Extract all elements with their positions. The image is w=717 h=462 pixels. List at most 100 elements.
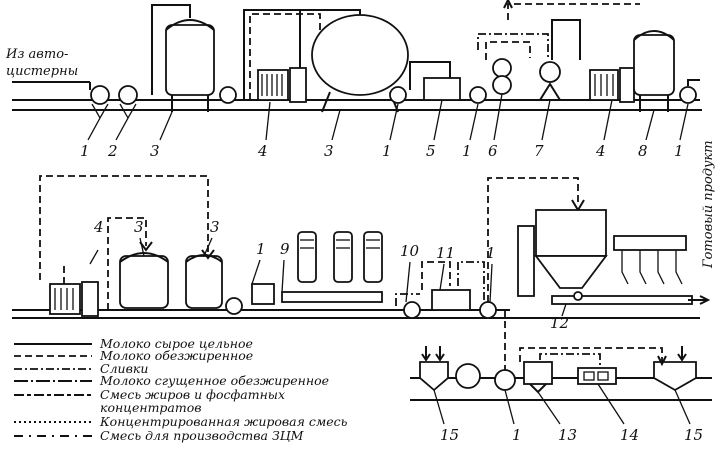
legend-text-7: Смесь для производства ЗЦМ — [100, 428, 305, 443]
legend-text-4: Смесь жиров и фосфатных — [100, 387, 285, 402]
callout-number: 1 — [382, 142, 392, 160]
separator-6-dotdash-line — [477, 33, 549, 60]
tank-3-d — [185, 255, 223, 309]
callout-number: 1 — [486, 244, 496, 262]
callout-number: 1 — [80, 142, 90, 160]
callout-number: 5 — [426, 142, 436, 160]
tank-11 — [431, 289, 471, 311]
tank-15-b-arrow — [677, 353, 687, 362]
dryer-outlet — [573, 291, 583, 301]
cyclones — [621, 250, 683, 285]
tank-3-c-feed — [107, 217, 147, 310]
callout-number: 14 — [620, 426, 639, 444]
callout-number: 11 — [436, 244, 455, 262]
unit-7-base — [539, 82, 561, 101]
top-row — [12, 0, 702, 141]
bottom-return-line — [519, 347, 663, 362]
tank-11-feed — [421, 261, 451, 290]
legend-text-1: Молоко обезжиренное — [99, 348, 253, 363]
bottom-row — [410, 346, 712, 425]
callout-number: 3 — [324, 142, 334, 160]
pump-1-f — [225, 297, 243, 315]
legend-text-5: концентратов — [100, 400, 202, 415]
pump-2 — [118, 85, 138, 105]
mix-to-dryer-line — [487, 177, 579, 302]
pump-1-a — [90, 85, 110, 105]
callout-number: 8 — [638, 142, 648, 160]
callout-number: 2 — [107, 142, 118, 160]
tank-5 — [423, 77, 461, 101]
callout-number: 10 — [400, 242, 420, 260]
unit-10 — [403, 301, 421, 319]
heat-exchanger-4-c-plates — [81, 281, 99, 317]
callout-number: 4 — [257, 142, 268, 160]
pump-1-c — [389, 86, 407, 104]
cyclone-header — [613, 235, 687, 251]
unit-7-line — [551, 19, 581, 60]
tank-3-c — [119, 255, 169, 309]
spray-dryer-12-cone — [534, 255, 608, 289]
tank-15-a-arrow — [435, 353, 445, 362]
callout-number: 4 — [93, 218, 104, 236]
tank-3-a-dome — [165, 19, 215, 31]
tank-15-b — [653, 361, 697, 392]
tank-3-d-arrow — [201, 249, 215, 260]
callout-number: 1 — [512, 426, 522, 444]
tank-3-b-leg — [321, 91, 331, 113]
tank-15-a-arrow — [421, 353, 431, 362]
callout-number: 1 — [256, 240, 266, 258]
pump-1-h — [494, 369, 516, 391]
legend-text-6: Концентрированная жировая смесь — [99, 414, 348, 429]
middle-row-numbers: 4 3 3 1 9 10 11 1 12 — [93, 218, 569, 332]
tank-13-base — [529, 383, 547, 394]
hx-4-a-line — [243, 9, 301, 100]
middle-row-leaders — [89, 237, 567, 317]
callout-number: 13 — [558, 426, 577, 444]
hx-4-a-skim-line — [249, 13, 321, 100]
dryer-support-left — [517, 225, 535, 297]
pump-1-g — [479, 301, 497, 319]
callout-number: 9 — [280, 240, 290, 258]
tank-3-a — [165, 24, 215, 96]
source-label-line2: цистерны — [6, 64, 78, 79]
top-row-leaders — [87, 93, 689, 141]
callout-number: 6 — [488, 142, 498, 160]
callout-number: 15 — [684, 426, 703, 444]
product-arrow-head — [503, 0, 513, 9]
tank-3-c-dome — [119, 252, 169, 263]
callout-number: 3 — [210, 218, 220, 236]
bottom-row-leaders — [433, 383, 691, 425]
legend-text-3: Молоко сгущенное обезжиренное — [99, 373, 329, 388]
unit-10-line — [395, 293, 420, 306]
callout-number: 7 — [534, 142, 544, 160]
product-arrow-line — [507, 3, 640, 20]
separator-6-bottom — [492, 75, 512, 95]
bottom-dotdash-line — [539, 353, 601, 366]
callout-number: 1 — [674, 142, 684, 160]
pump-1-f-unit — [251, 283, 275, 305]
tank-15-b-arrow — [657, 355, 667, 367]
heat-exchanger-4-b-plates — [619, 67, 635, 103]
cream-feed-line — [39, 175, 209, 280]
tank-3-b-inlet — [300, 9, 361, 15]
legend-text-0: Молоко сырое цельное — [99, 336, 253, 351]
tank-11-dotdash — [457, 261, 485, 300]
unit-14-cell — [597, 371, 609, 381]
tank-8-dome — [633, 30, 675, 41]
callout-number: 1 — [462, 142, 472, 160]
callout-number: 15 — [440, 426, 459, 444]
unit-9-columns — [297, 231, 383, 283]
callout-number: 3 — [134, 218, 144, 236]
product-out-arrow — [699, 295, 711, 305]
spray-dryer-12-body — [535, 209, 607, 257]
legend-text-2: Сливки — [100, 361, 148, 376]
tank-15-a — [419, 361, 449, 392]
pump-1-b — [219, 86, 237, 104]
callout-number: 3 — [150, 142, 160, 160]
heat-exchanger-4-a-plates — [289, 67, 307, 103]
unit-14-cell — [583, 371, 595, 381]
tank-8-outlet — [687, 79, 700, 86]
product-label: Готовый продукт — [701, 140, 716, 269]
unit-7 — [539, 61, 561, 83]
